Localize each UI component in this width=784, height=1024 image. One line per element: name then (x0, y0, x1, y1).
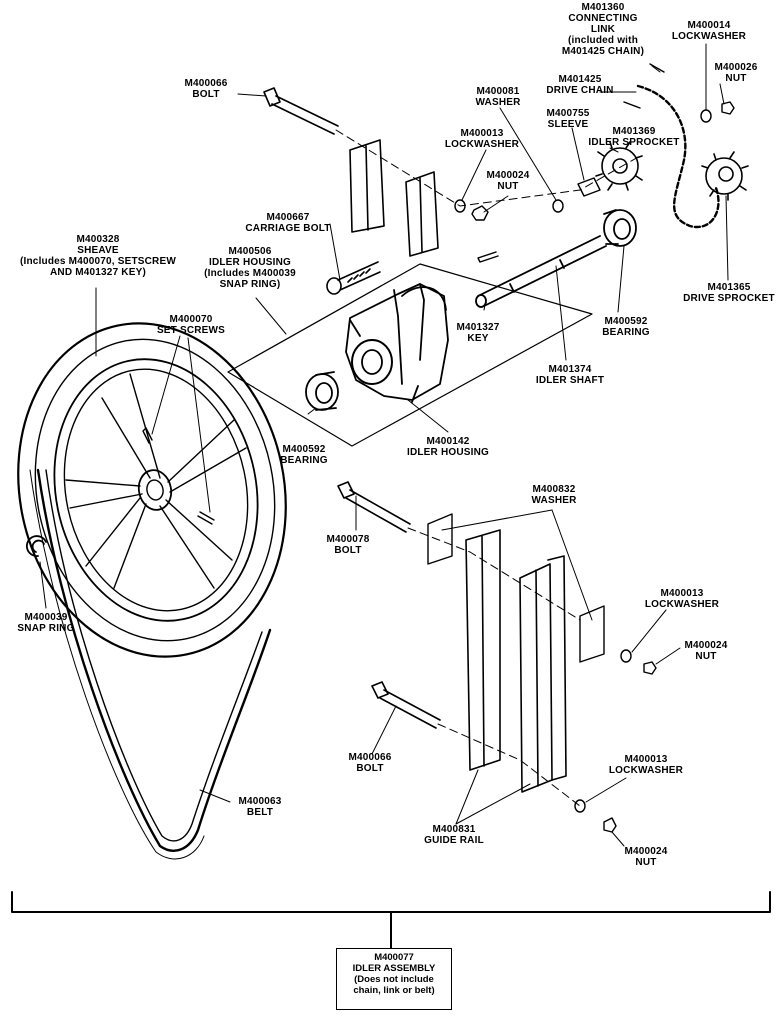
carriage-bolt (326, 261, 381, 295)
bearing-left (305, 371, 339, 411)
idler-shaft (475, 235, 607, 308)
nut-mid (643, 661, 657, 675)
sheave-wheel (17, 322, 287, 658)
lockwasher-low (574, 799, 586, 813)
snap-ring (26, 535, 47, 557)
nut-top-right (721, 101, 735, 115)
guide-rails (465, 529, 567, 793)
idler-housing (345, 283, 449, 403)
bolt-low (371, 681, 441, 729)
nut-top (471, 205, 489, 221)
bolt-top (263, 87, 339, 135)
washer-top (552, 199, 564, 213)
mounting-plate (227, 263, 593, 447)
lockwasher-top-right (700, 109, 712, 123)
washer-plate-mid (427, 513, 453, 565)
bolt-mid (337, 481, 411, 533)
connecting-link (623, 63, 665, 109)
assembly-bracket (11, 891, 771, 949)
upper-brackets (349, 139, 439, 257)
bearing-right (603, 209, 637, 247)
sleeve (577, 177, 601, 197)
lockwasher-mid (620, 649, 632, 663)
nut-low (603, 817, 617, 833)
idler-sprocket (595, 141, 643, 191)
assembly-lines (335, 129, 641, 807)
lockwasher-top (454, 199, 466, 213)
leader-lines (39, 43, 729, 847)
drive-chain (636, 84, 720, 229)
belt (29, 468, 272, 860)
washer-plate-right (579, 605, 605, 663)
drive-sprocket (701, 151, 749, 201)
key (477, 251, 499, 263)
